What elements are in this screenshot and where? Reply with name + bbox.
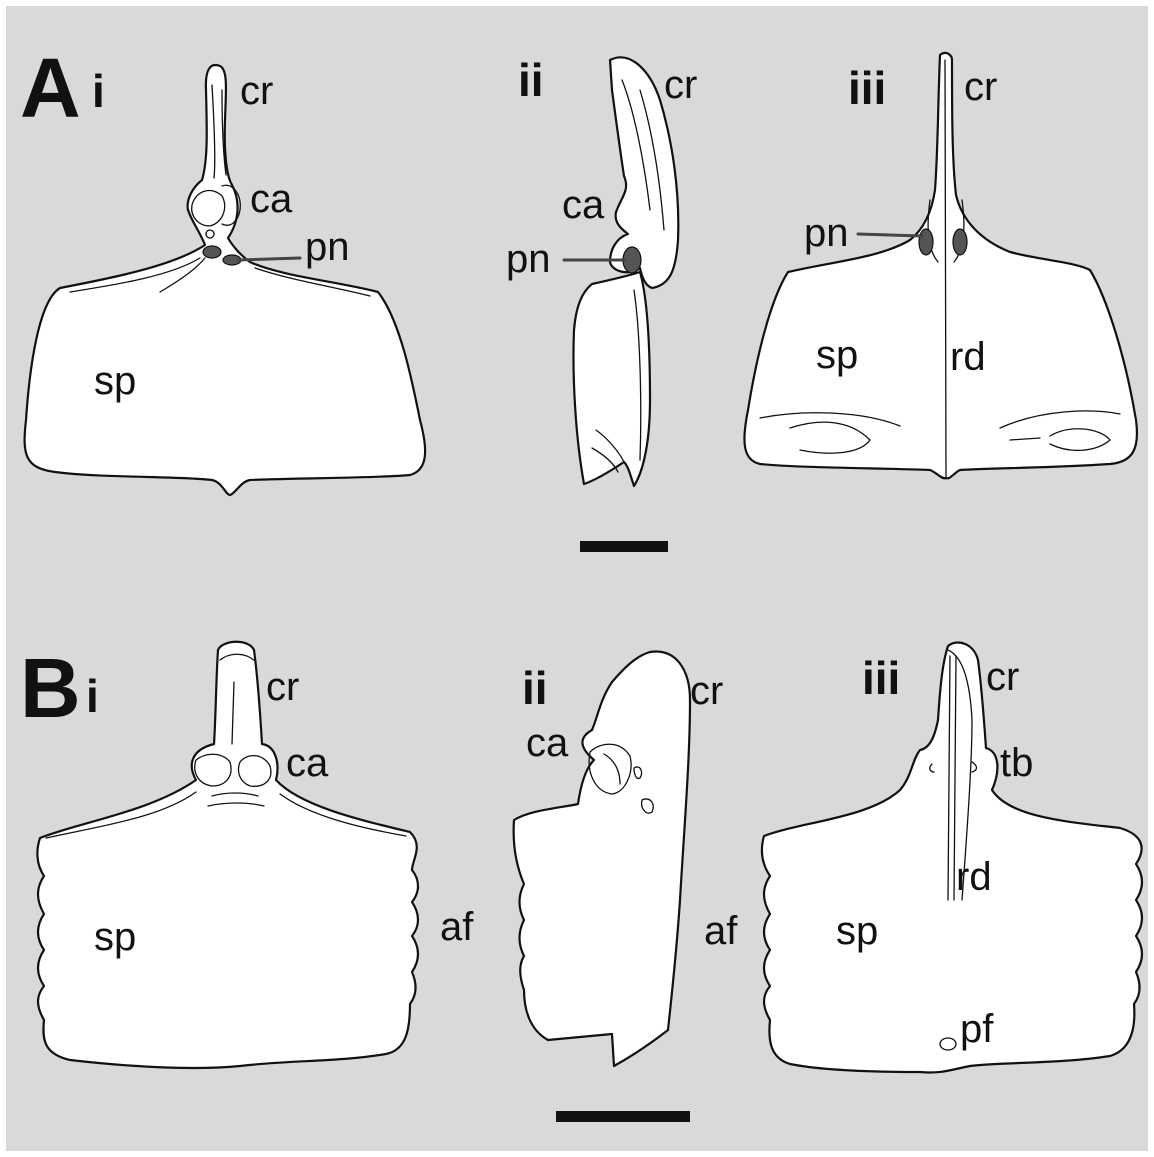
panel-a-iii-foramen-right bbox=[953, 229, 967, 255]
panel-a-iii-label-pn: pn bbox=[804, 211, 849, 255]
panel-b-i-label-ca: ca bbox=[286, 741, 329, 785]
panel-a-ii-label-cr: cr bbox=[664, 63, 697, 107]
panel-a-i-pn-leader bbox=[238, 258, 300, 260]
panel-a-ii-lower-outline bbox=[573, 272, 650, 486]
panel-b-iii-label-sp: sp bbox=[836, 909, 878, 953]
panel-a-i-label-cr: cr bbox=[240, 69, 273, 113]
panel-b-iii-label-pf: pf bbox=[960, 1007, 994, 1051]
panel-b-scale-bar bbox=[556, 1111, 690, 1122]
panel-a-i-numeral: i bbox=[92, 65, 105, 117]
panel-a-iii-label-rd: rd bbox=[950, 335, 986, 379]
panel-a-letter: A bbox=[20, 41, 81, 135]
panel-a-i-label-pn: pn bbox=[305, 225, 350, 269]
panel-b-iii-label-rd: rd bbox=[956, 855, 992, 899]
panel-a-iii-label-cr: cr bbox=[964, 65, 997, 109]
panel-a-scale-bar bbox=[580, 541, 668, 552]
panel-a-ii-label-ca: ca bbox=[562, 183, 605, 227]
panel-b-i-label-sp: sp bbox=[94, 915, 136, 959]
panel-a-ii-label-pn: pn bbox=[506, 237, 551, 281]
panel-a-iii-label-sp: sp bbox=[816, 333, 858, 377]
panel-b-ii-label-cr: cr bbox=[690, 669, 723, 713]
panel-a-iii-numeral: iii bbox=[848, 62, 886, 114]
panel-b-ii-numeral: ii bbox=[522, 662, 548, 714]
panel-a-ii-foramen bbox=[623, 247, 641, 273]
panel-a-ii-numeral: ii bbox=[518, 54, 544, 106]
panel-a-i-label-sp: sp bbox=[94, 359, 136, 403]
panel-b-i-label-af: af bbox=[440, 905, 474, 949]
panel-b-iii-numeral: iii bbox=[862, 652, 900, 704]
panel-a-iii-pn-leader bbox=[858, 234, 922, 236]
panel-a-i-foramen-left bbox=[203, 246, 221, 258]
panel-b-i-numeral: i bbox=[86, 670, 99, 722]
panel-b-ii-label-af: af bbox=[704, 909, 738, 953]
panel-a-iii-foramen-left bbox=[919, 229, 933, 255]
panel-a-i-label-ca: ca bbox=[250, 177, 293, 221]
panel-b-letter: B bbox=[20, 641, 81, 735]
panel-b-i-label-cr: cr bbox=[266, 665, 299, 709]
panel-b-iii-label-tb: tb bbox=[1000, 741, 1033, 785]
panel-b-ii-label-ca: ca bbox=[526, 721, 569, 765]
panel-b-iii-label-cr: cr bbox=[986, 655, 1019, 699]
